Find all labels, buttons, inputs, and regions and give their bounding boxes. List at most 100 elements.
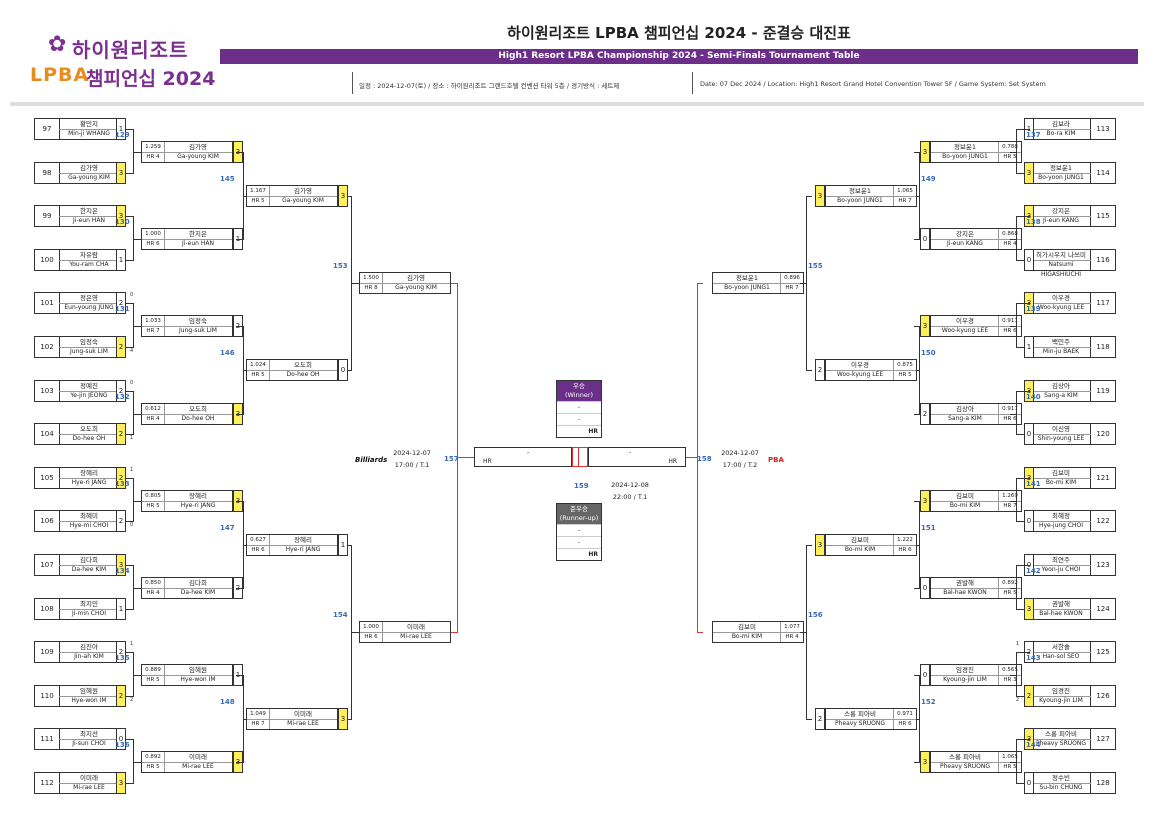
player-name-en: Hye-ri JANG: [180, 502, 216, 509]
high-run: HR 5: [893, 370, 916, 380]
match-number: 151: [921, 524, 936, 532]
final-right-hr: HR: [668, 458, 677, 465]
player-name-en: Bo-mi KIM: [949, 502, 981, 509]
player-name-kr: 김상아: [1031, 381, 1091, 392]
bracket-line: [243, 545, 246, 546]
bracket-line: [1016, 478, 1024, 479]
bracket-line: [126, 783, 133, 784]
seed-number: 99: [35, 206, 60, 226]
score-box: 1: [116, 598, 126, 620]
player-name-kr: 이신영: [1031, 424, 1091, 435]
player-name-kr: 임정숙: [164, 316, 232, 327]
bracket-line: [1016, 129, 1017, 174]
bracket-line: [806, 545, 812, 546]
bracket-line: [806, 196, 807, 371]
average: 0.889: [142, 665, 165, 676]
score-box: 2: [815, 359, 825, 381]
high-run: HR 6: [998, 326, 1021, 336]
bracket-line: [914, 675, 920, 676]
player-name-kr: 강지은: [1031, 206, 1091, 217]
score-box: 1: [338, 534, 348, 556]
high-run: HR 7: [998, 501, 1021, 511]
player-name-en: Ye-jin JEONG: [70, 392, 108, 399]
seed-number: 110: [35, 686, 60, 706]
score-box: 3: [920, 751, 930, 773]
bracket-line: [126, 478, 133, 479]
player-name-en: Ji-eun HAN: [73, 217, 105, 224]
match-number: 132: [115, 393, 130, 401]
final-left-hr: HR: [483, 458, 492, 465]
player-name-en: Woo-kyung LEE: [941, 327, 989, 334]
info-kr: 일정 : 2024-12-07(토) / 장소 : 하이원리조트 그랜드호텔 컨…: [359, 82, 620, 90]
player-name-en: Bo-yoon JUNG1: [724, 284, 770, 291]
high-run: HR 4: [780, 632, 803, 642]
player-name-en: Hye-jung CHOI: [1038, 522, 1084, 529]
final-right-date: 2024-12-07: [721, 449, 759, 457]
average: 0.627: [247, 535, 270, 546]
header-rule: [10, 102, 1144, 106]
player-name-en: Do-hee OH: [181, 415, 215, 422]
player-name-kr: 임혜원: [164, 665, 232, 676]
match-number: 150: [921, 349, 936, 357]
match-number: 130: [115, 218, 130, 226]
runnerup-box: 준우승(Runner-up) - - HR: [556, 503, 602, 561]
player-name-kr: 임정숙: [59, 337, 119, 348]
player-name-en: Jin-ah KIM: [74, 653, 104, 660]
player-name-en: Woo-kyung LEE: [836, 371, 884, 378]
bracket-line: [1016, 696, 1024, 697]
bracket-line: [1010, 152, 1016, 153]
bracket-line: [917, 196, 920, 197]
final-right-box: HR -: [588, 447, 686, 467]
match-number: 146: [220, 349, 235, 357]
average: 1.222: [893, 535, 916, 546]
winner-name-en: -: [557, 413, 601, 425]
score-box: 3: [1024, 598, 1034, 620]
seed-number: 125: [1090, 642, 1115, 662]
score-box: 0: [1024, 772, 1034, 794]
high-run: HR 6: [247, 545, 270, 555]
seed-number: 109: [35, 642, 60, 662]
match-number: 136: [115, 741, 130, 749]
bracket-line: [1016, 173, 1024, 174]
average: 0.788: [998, 142, 1021, 153]
high-run: HR 6: [142, 239, 165, 249]
seed-number: 112: [35, 773, 60, 793]
seed-number: 102: [35, 337, 60, 357]
bracket-line: [914, 239, 920, 240]
bracket-line: [457, 457, 474, 458]
player-name-en: Ji-eun KANG: [1043, 217, 1079, 224]
seed-number: 116: [1090, 250, 1115, 270]
bracket-line: [133, 762, 141, 763]
score-box: 0: [920, 577, 930, 599]
page-title: 하이원리조트 LPBA 챔피언십 2024 - 준결승 대진표: [507, 24, 851, 42]
bracket-line: [1022, 565, 1030, 566]
bracket-line: [1016, 739, 1024, 740]
player-name-en: Yeon-ju CHOI: [1041, 566, 1081, 573]
player-name-kr: 한지은: [59, 206, 119, 217]
player-name-kr: 오도희: [59, 424, 119, 435]
score-box: 3: [920, 141, 930, 163]
average: 0.892: [142, 752, 165, 763]
score-box: 0: [1024, 249, 1034, 271]
player-name-kr: 장혜리: [59, 468, 119, 479]
average: 0.565: [998, 665, 1021, 676]
runnerup-label-en: (Runner-up): [559, 514, 599, 522]
score-box: 1: [1024, 336, 1034, 358]
winner-box: 우승(Winner) - - HR: [556, 380, 602, 438]
bracket-line: [1016, 652, 1024, 653]
bracket-line: [133, 565, 134, 610]
average: 0.612: [142, 404, 165, 415]
